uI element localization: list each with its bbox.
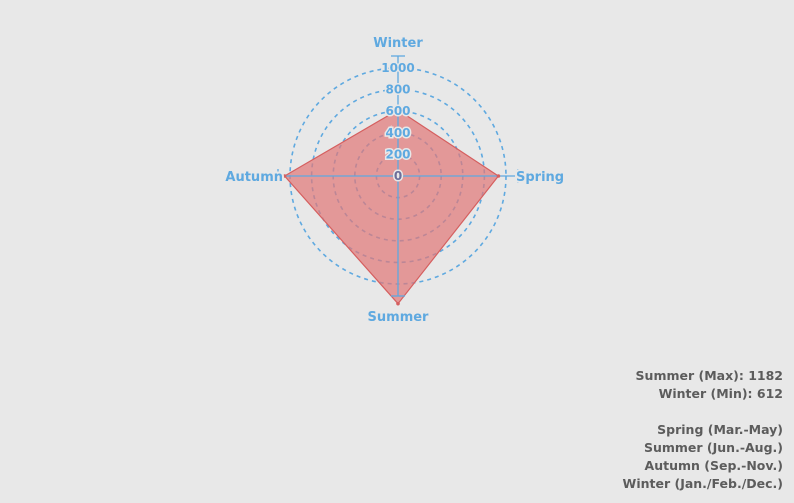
data-point-summer [396, 301, 400, 306]
legend-item-winter: Winter (Jan./Feb./Dec.) [622, 476, 783, 491]
ring-label-1000: 1000 [381, 61, 414, 75]
ring-label-400: 400 [385, 126, 410, 140]
data-point-winter [396, 108, 400, 112]
ring-label-800: 800 [385, 83, 410, 97]
axis-title-autumn: Autumn [225, 170, 283, 185]
axis-title-spring: Spring [516, 170, 564, 185]
axis-title-winter: Winter [373, 36, 423, 51]
data-point-autumn [282, 174, 287, 178]
legend-item-autumn: Autumn (Sep.-Nov.) [644, 458, 783, 473]
ring-label-0: 0 [394, 169, 402, 183]
axis-title-summer: Summer [368, 310, 430, 325]
season-legend: Spring (Mar.-May) Summer (Jun.-Aug.) Aut… [623, 421, 783, 493]
stats-panel: Summer (Max): 1182 Winter (Min): 612 [636, 367, 783, 403]
legend-item-spring: Spring (Mar.-May) [657, 422, 783, 437]
stat-min: Winter (Min): 612 [658, 386, 783, 401]
data-point-spring [496, 174, 501, 178]
stat-max: Summer (Max): 1182 [635, 368, 783, 383]
legend-item-summer: Summer (Jun.-Aug.) [643, 440, 783, 455]
ring-label-200: 200 [385, 147, 410, 161]
ring-label-600: 600 [385, 104, 410, 118]
